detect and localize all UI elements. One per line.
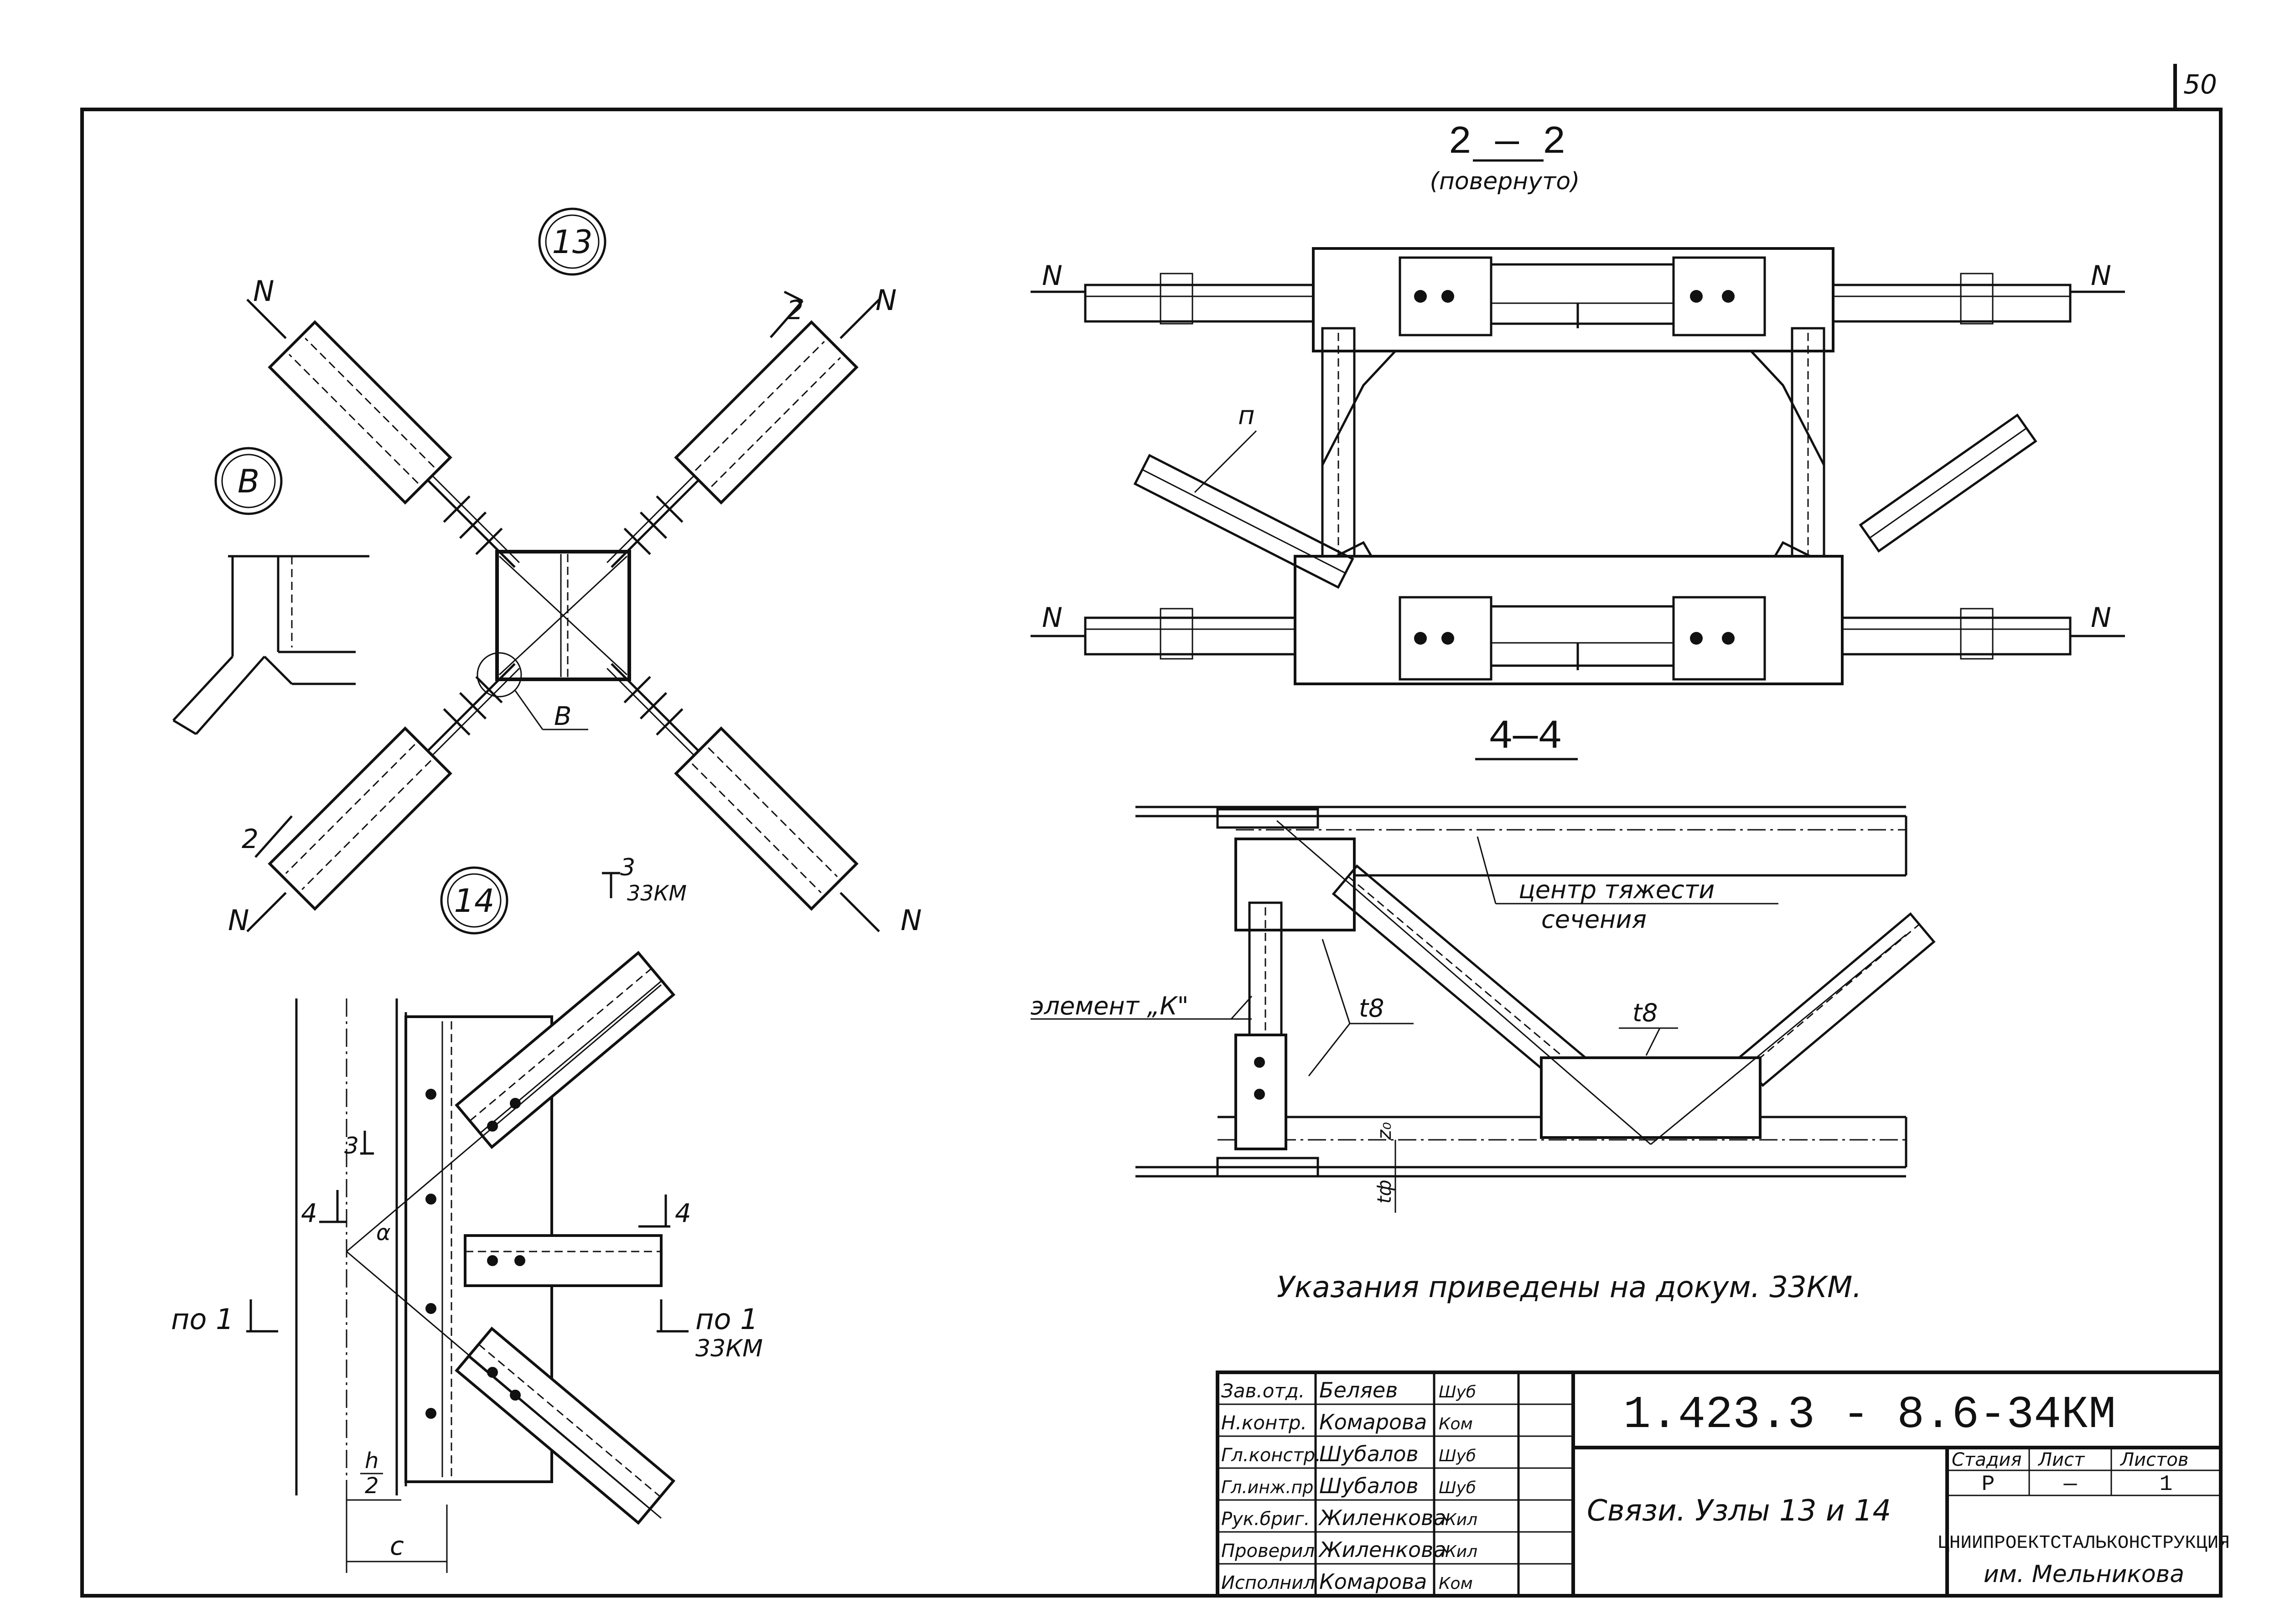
po1-ref: 33КМ <box>695 1335 763 1362</box>
row-1-name: Беляев <box>1319 1378 1398 1402</box>
node-14-mark: 14 <box>454 882 494 920</box>
svg-text:2: 2 <box>787 295 803 326</box>
organization-name: ЦНИИПРОЕКТСТАЛЬКОНСТРУКЦИЯ <box>1938 1533 2230 1554</box>
center-of-gravity-label: центр тяжести <box>1518 875 1715 904</box>
element-k-label: элемент „К" <box>1031 992 1188 1020</box>
cut-2-mark-bottom <box>254 815 293 858</box>
cut-3-label: 3 <box>620 854 635 881</box>
sheets-label: Листов <box>2119 1449 2188 1470</box>
node-13-central-plate <box>495 550 631 681</box>
svg-text:Шубалов: Шубалов <box>1319 1474 1419 1498</box>
dim-h-divisor: 2 <box>365 1473 379 1499</box>
drawing-title: Связи. Узлы 13 и 14 <box>1587 1494 1891 1528</box>
row-1-sign: Шуб <box>1439 1383 1476 1402</box>
cut-po1-right: по 1 <box>695 1303 758 1336</box>
svg-text:В: В <box>554 702 571 731</box>
section-2-2-force-tl: N <box>1042 260 1062 292</box>
cut-po1-left: по 1 <box>171 1303 234 1336</box>
svg-text:Жиленкова: Жиленкова <box>1318 1537 1446 1562</box>
svg-text:Шуб: Шуб <box>1439 1479 1476 1497</box>
svg-text:Исполнил: Исполнил <box>1221 1572 1315 1593</box>
svg-text:2: 2 <box>242 823 259 854</box>
t8-label-left: t8 <box>1359 994 1384 1023</box>
node-13-force-se: N <box>901 904 922 937</box>
dim-tf: tф <box>1373 1180 1395 1204</box>
page-number: 50 <box>2183 69 2217 100</box>
cut-4-label-right: 4 <box>675 1199 691 1228</box>
stage-value: Р <box>1982 1472 1995 1497</box>
svg-text:3: 3 <box>344 1133 359 1159</box>
sheet-label: Лист <box>2037 1449 2085 1470</box>
svg-text:Комарова: Комарова <box>1319 1569 1427 1594</box>
node-13-view: 13 <box>228 207 922 937</box>
section-2-2-force-tr: N <box>2091 260 2111 292</box>
drawing-frame <box>80 108 2223 1598</box>
cut-4-label-left: 4 <box>301 1199 317 1228</box>
svg-text:Н.контр.: Н.контр. <box>1221 1412 1307 1434</box>
svg-text:Жил: Жил <box>1438 1510 1477 1529</box>
angle-label: α <box>376 1220 391 1246</box>
sheet-value: — <box>2063 1472 2078 1497</box>
section-2-2-title: 2 — 2 <box>1448 120 1566 165</box>
dim-z0: z₀ <box>1373 1122 1395 1140</box>
section-2-2-view: 2 — 2 (повернуто) N N <box>1031 120 2125 685</box>
cut-2-mark-top <box>770 300 803 338</box>
section-2-2-force-br: N <box>2091 602 2111 634</box>
svg-text:Проверил: Проверил <box>1221 1541 1315 1562</box>
sheets-value: 1 <box>2160 1472 2173 1497</box>
title-block: Зав.отд. Беляев Шуб Н.контр. Комарова Ко… <box>1216 1371 2230 1598</box>
detail-b-mark: В <box>238 463 259 500</box>
organization-subline: им. Мельникова <box>1984 1561 2184 1588</box>
reference-note: Указания приведены на докум. 33КМ. <box>1277 1271 1862 1304</box>
section-2-2-subtitle: (повернуто) <box>1430 168 1580 195</box>
node-13-mark: 13 <box>552 223 592 261</box>
svg-text:Гл.констр.: Гл.констр. <box>1221 1445 1321 1466</box>
svg-text:Жил: Жил <box>1438 1542 1477 1561</box>
svg-text:Комарова: Комарова <box>1319 1410 1427 1434</box>
stage-label: Стадия <box>1952 1449 2021 1470</box>
document-code: 1.423.3 - 8.6-34КМ <box>1623 1390 2116 1441</box>
section-4-4-title: 4—4 <box>1488 714 1562 760</box>
section-label: сечения <box>1541 905 1647 934</box>
node-13-force-sw: N <box>228 904 249 937</box>
svg-text:Гл.инж.пр.: Гл.инж.пр. <box>1221 1477 1319 1497</box>
svg-text:Жиленкова: Жиленкова <box>1318 1505 1446 1530</box>
node-13-force-ne: N <box>876 284 896 317</box>
svg-text:Шубалов: Шубалов <box>1319 1442 1419 1466</box>
t8-label-right: t8 <box>1632 998 1658 1027</box>
svg-text:Ком: Ком <box>1439 1574 1473 1593</box>
section-4-4-view: 4—4 центр тяжест <box>1031 714 1936 1213</box>
svg-text:Рук.бриг.: Рук.бриг. <box>1221 1509 1310 1530</box>
section-2-2-force-bl: N <box>1042 602 1062 634</box>
cut-3-ref: 33КМ <box>627 881 687 905</box>
node-13-force-nw: N <box>253 274 274 308</box>
detail-b-callout <box>477 652 522 698</box>
node-14-view: 14 <box>171 854 763 1573</box>
detail-b-view: В <box>172 447 369 735</box>
svg-text:Шуб: Шуб <box>1439 1447 1476 1465</box>
dim-c: c <box>390 1531 404 1561</box>
section-2-2-label-n: п <box>1238 401 1255 430</box>
svg-text:Ком: Ком <box>1439 1415 1473 1433</box>
dim-h: h <box>365 1448 378 1474</box>
row-1-role: Зав.отд. <box>1221 1380 1305 1402</box>
